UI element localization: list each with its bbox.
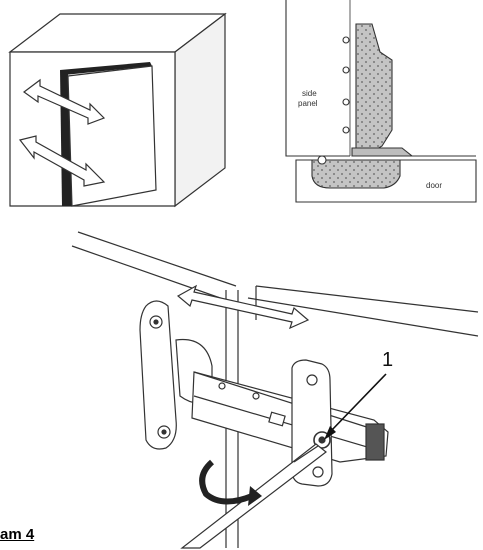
door-gap-shadow bbox=[60, 62, 152, 75]
cabinet-isometric-illustration bbox=[8, 12, 227, 208]
hinge-arm-section bbox=[351, 147, 414, 157]
lower-adjust-arrow-icon bbox=[18, 135, 106, 187]
figure-caption: am 4 bbox=[0, 526, 35, 543]
lateral-adjust-arrow-icon bbox=[176, 284, 310, 330]
callout-number: 1 bbox=[382, 349, 393, 371]
hinge-adjustment-illustration: 1 bbox=[71, 231, 479, 549]
hinge-arm bbox=[191, 371, 389, 463]
side-panel-outline bbox=[285, 0, 350, 157]
rotation-arrow-icon bbox=[199, 459, 254, 505]
side-panel-label-line2: panel bbox=[298, 99, 318, 108]
callout-leader bbox=[329, 373, 387, 433]
hinge-end-cap bbox=[365, 423, 385, 461]
side-panel-label-line1: side bbox=[302, 89, 317, 98]
upper-adjust-arrow-icon bbox=[22, 78, 106, 125]
hinge-body-section bbox=[355, 23, 393, 153]
door-label: door bbox=[426, 181, 442, 190]
hinge-mounting-plate bbox=[139, 300, 177, 450]
hinge-cross-section: side panel door bbox=[285, 0, 477, 203]
tilted-door bbox=[67, 65, 157, 207]
hinge-cup-section bbox=[311, 159, 401, 189]
